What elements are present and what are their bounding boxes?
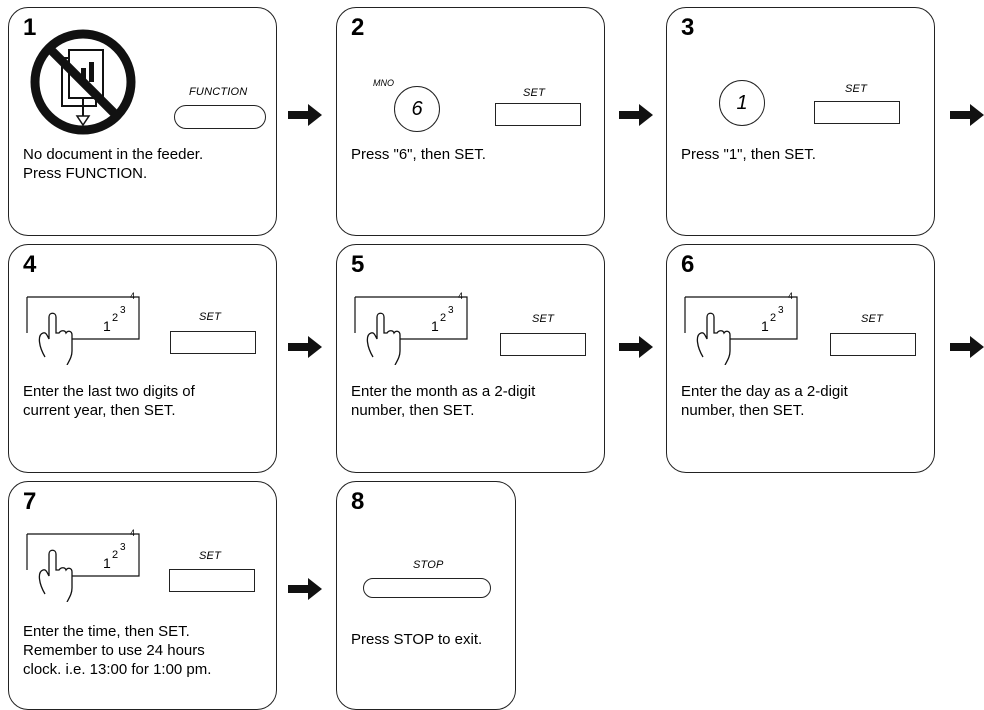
- entry-digit-1: 1: [431, 318, 439, 334]
- key-digit: 6: [411, 97, 423, 120]
- entry-digit-3: 3: [120, 542, 126, 553]
- function-button-label: FUNCTION: [189, 86, 248, 98]
- entry-digit-1: 1: [761, 318, 769, 334]
- keypad-entry-icon: 1 2 3 4: [26, 291, 140, 365]
- step-description: Enter the time, then SET. Remember to us…: [23, 623, 212, 678]
- no-document-icon: [30, 29, 136, 135]
- key-digit: 1: [736, 91, 748, 114]
- step-number: 6: [681, 251, 695, 278]
- arrow-icon: [619, 336, 653, 358]
- entry-digit-3: 3: [778, 305, 784, 316]
- arrow-icon: [950, 104, 984, 126]
- keypad-entry-icon: 1 2 3 4: [354, 291, 468, 365]
- key-letters: MNO: [373, 78, 394, 88]
- keypad-entry-icon: 1 2 3 4: [684, 291, 798, 365]
- entry-digit-4: 4: [130, 528, 135, 538]
- set-button-label: SET: [861, 313, 883, 325]
- set-button-label: SET: [199, 311, 221, 323]
- set-button[interactable]: [495, 103, 581, 126]
- step-3-panel: 3 1 SET Press "1", then SET.: [666, 7, 935, 236]
- entry-digit-2: 2: [112, 312, 118, 324]
- set-button[interactable]: [814, 101, 900, 124]
- step-number: 1: [23, 14, 37, 41]
- step-7-panel: 7 1 2 3 4 SET Enter the time, then SET. …: [8, 481, 277, 710]
- set-button-label: SET: [532, 313, 554, 325]
- entry-digit-4: 4: [788, 291, 793, 301]
- step-description: Enter the month as a 2-digit number, the…: [351, 383, 536, 419]
- set-button[interactable]: [830, 333, 916, 356]
- function-button[interactable]: [174, 105, 266, 129]
- step-description: Press "1", then SET.: [681, 146, 816, 163]
- step-1-panel: 1 FUNCTION No document in the feeder. Pr…: [8, 7, 277, 236]
- step-2-panel: 2 MNO 6 SET Press "6", then SET.: [336, 7, 605, 236]
- entry-digit-3: 3: [120, 305, 126, 316]
- set-button-label: SET: [523, 87, 545, 99]
- entry-digit-4: 4: [458, 291, 463, 301]
- entry-digit-2: 2: [770, 312, 776, 324]
- step-description: Enter the last two digits of current yea…: [23, 383, 195, 419]
- step-description: Enter the day as a 2-digit number, then …: [681, 383, 848, 419]
- step-number: 8: [351, 488, 365, 515]
- step-number: 3: [681, 14, 695, 41]
- step-number: 4: [23, 251, 37, 278]
- keypad-entry-icon: 1 2 3 4: [26, 528, 140, 602]
- step-4-panel: 4 1 2 3 4 SET Enter the last two digits …: [8, 244, 277, 473]
- key-1-button[interactable]: 1: [719, 80, 765, 126]
- arrow-icon: [288, 336, 322, 358]
- key-6-button[interactable]: 6: [394, 86, 440, 132]
- step-6-panel: 6 1 2 3 4 SET Enter the day as a 2-digit…: [666, 244, 935, 473]
- entry-digit-3: 3: [448, 305, 454, 316]
- stop-button[interactable]: [363, 578, 491, 598]
- step-number: 7: [23, 488, 37, 515]
- entry-digit-2: 2: [112, 549, 118, 561]
- set-button[interactable]: [500, 333, 586, 356]
- set-button-label: SET: [199, 550, 221, 562]
- step-number: 5: [351, 251, 365, 278]
- entry-digit-1: 1: [103, 318, 111, 334]
- arrow-icon: [950, 336, 984, 358]
- set-button[interactable]: [170, 331, 256, 354]
- arrow-icon: [288, 104, 322, 126]
- entry-digit-1: 1: [103, 555, 111, 571]
- step-5-panel: 5 1 2 3 4 SET Enter the month as a 2-dig…: [336, 244, 605, 473]
- entry-digit-4: 4: [130, 291, 135, 301]
- stop-button-label: STOP: [413, 559, 444, 571]
- entry-digit-2: 2: [440, 312, 446, 324]
- step-number: 2: [351, 14, 365, 41]
- arrow-icon: [619, 104, 653, 126]
- step-description: Press "6", then SET.: [351, 146, 486, 163]
- set-button-label: SET: [845, 83, 867, 95]
- arrow-icon: [288, 578, 322, 600]
- set-button[interactable]: [169, 569, 255, 592]
- step-description: Press STOP to exit.: [351, 631, 483, 648]
- step-8-panel: 8 STOP Press STOP to exit.: [336, 481, 516, 710]
- step-description: No document in the feeder. Press FUNCTIO…: [23, 146, 204, 182]
